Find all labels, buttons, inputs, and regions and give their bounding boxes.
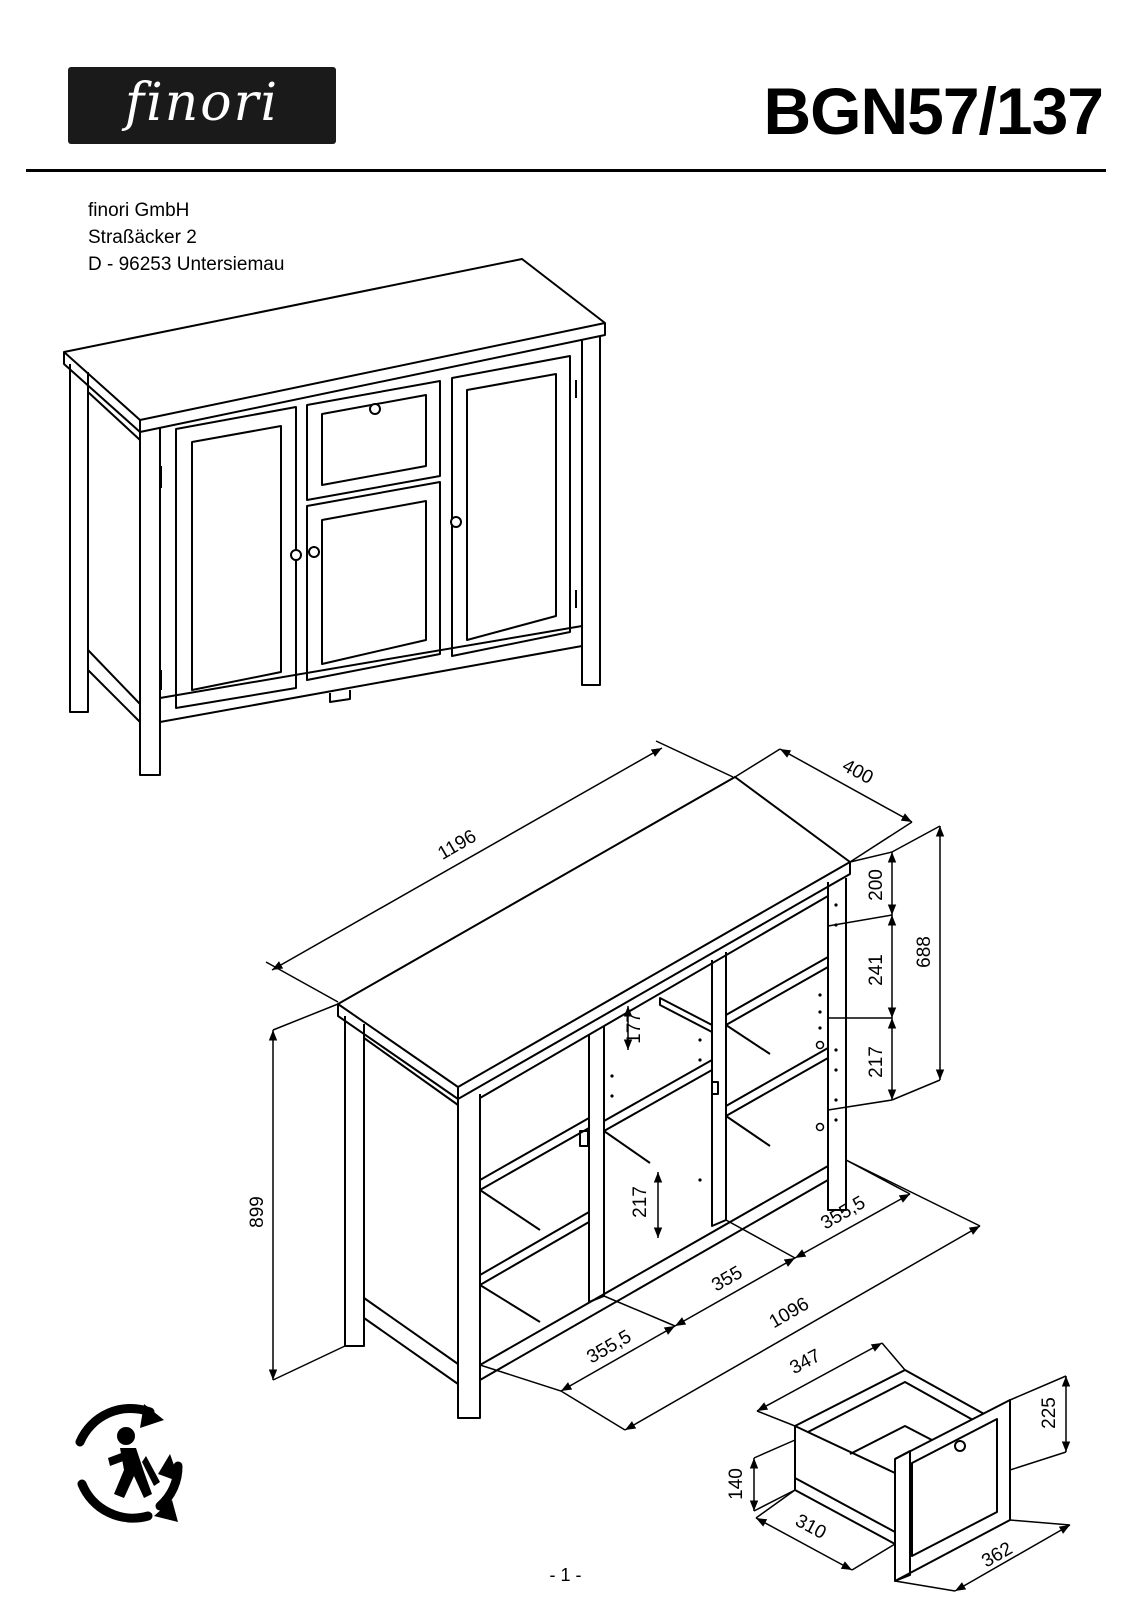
address-line-company: finori GmbH <box>88 200 190 221</box>
dim-drawer-box-height-label: 140 <box>726 1468 747 1500</box>
dim-shelf-mid-label: 241 <box>866 954 887 986</box>
dim-width-label: 1196 <box>434 826 480 865</box>
drawer-dimension-lines <box>749 1342 1071 1592</box>
address-line-city: D - 96253 Untersiemau <box>88 254 285 275</box>
dimension-lines <box>265 740 981 1431</box>
dim-drawer-width-label: 347 <box>786 1345 824 1378</box>
page-number: - 1 - <box>549 1565 582 1585</box>
dim-drawer-space-label: 177 <box>624 1012 645 1044</box>
dim-drawer-front-height-label: 225 <box>1039 1397 1060 1429</box>
brand-logo-text: finori <box>124 73 280 133</box>
dim-section-mid-label: 355 <box>708 1262 746 1296</box>
dim-section-right-label: 355,5 <box>817 1192 869 1234</box>
drawer-detail-view <box>794 1369 1011 1582</box>
drawer-knob <box>954 1440 966 1452</box>
dim-center-low-label: 217 <box>630 1186 651 1218</box>
brand-logo: finori <box>68 67 336 144</box>
perspective-knobs <box>290 403 462 561</box>
dim-drawer-depth-label: 310 <box>792 1510 830 1543</box>
dim-shelf-low-label: 217 <box>866 1046 887 1078</box>
model-number: BGN57/137 <box>763 74 1104 148</box>
header-divider <box>26 169 1106 172</box>
dim-body-height-label: 688 <box>914 936 935 968</box>
address-line-street: Straßäcker 2 <box>88 227 197 248</box>
carcass-round-holes <box>815 1040 825 1132</box>
dim-height-label: 899 <box>247 1196 268 1228</box>
sideboard-perspective-view <box>63 258 606 776</box>
recycle-icon <box>75 1404 183 1523</box>
dim-shelf-top-label: 200 <box>866 869 887 901</box>
dim-section-left-label: 355,5 <box>583 1326 635 1368</box>
carcass-peg-holes <box>610 903 838 1182</box>
company-address: finori GmbH Straßäcker 2 D - 96253 Unter… <box>88 197 284 278</box>
